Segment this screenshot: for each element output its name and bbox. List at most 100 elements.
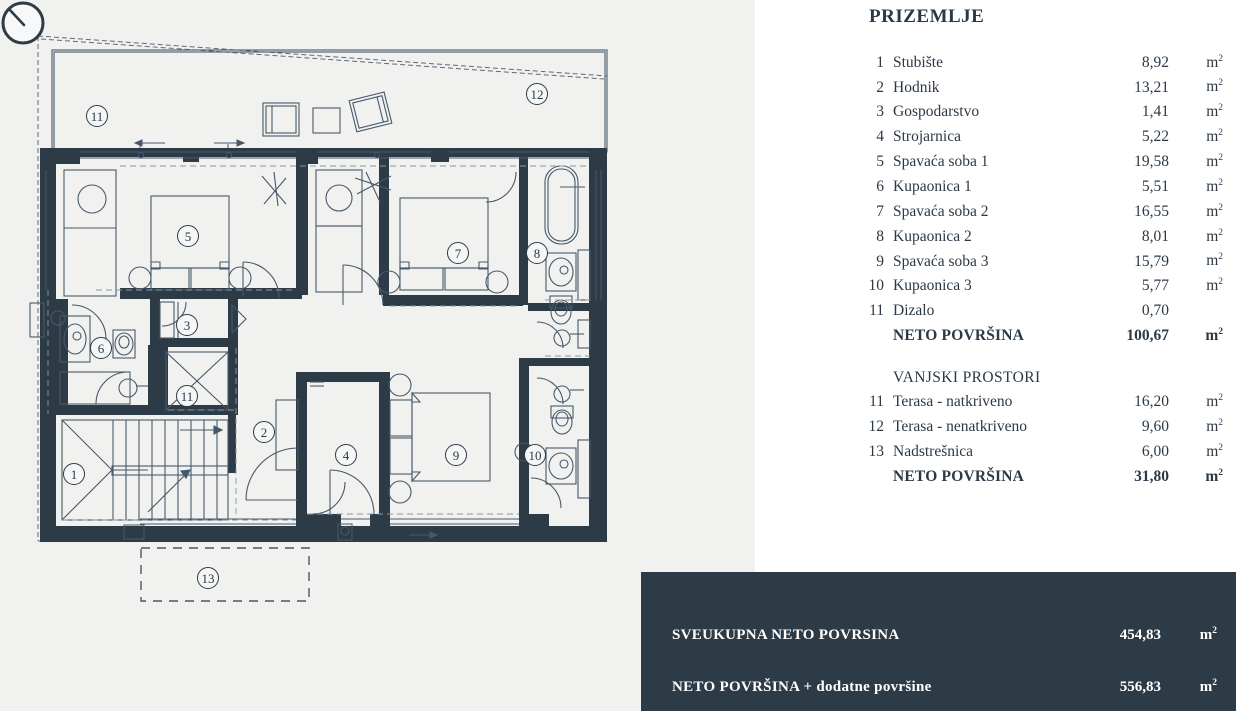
row-unit: m2 [1205, 326, 1223, 344]
row-value: 8,92 [1141, 53, 1169, 71]
row-label: NETO POVRŠINA [893, 326, 1025, 344]
row-unit: m2 [1206, 128, 1223, 146]
row-number [863, 464, 893, 489]
plan-marker-label: 3 [183, 317, 191, 333]
row-label: Dizalo [893, 302, 935, 320]
plan-marker-10: 10 [524, 444, 546, 466]
row-label: Kupaonica 2 [893, 227, 972, 245]
row-number: 7 [876, 202, 884, 220]
row-unit: m2 [1206, 442, 1223, 460]
row-number [863, 323, 893, 348]
summary-unit-net-plus-extra: m2 [1199, 678, 1217, 695]
schedule-row-room: 1 Stubište 8,92 m2 [863, 50, 1223, 75]
row-number: 10 [868, 277, 885, 295]
schedule-row-room: 4 Strojarnica 5,22 m2 [863, 125, 1223, 150]
row-unit: m2 [1206, 417, 1223, 436]
plan-marker-label: 8 [533, 245, 541, 261]
row-value: 16,20 [1134, 393, 1169, 411]
row-unit: m2 [1206, 103, 1223, 121]
row-value: 1,41 [1141, 103, 1169, 121]
schedule-section-outdoor: VANJSKI PROSTORI [863, 348, 1223, 390]
row-number: 13 [868, 442, 885, 460]
plan-marker-label: 11 [180, 388, 194, 404]
row-value: 0,70 [1141, 302, 1169, 320]
plan-marker-12-terrace: 12 [526, 83, 548, 105]
plan-marker-label: 7 [454, 245, 462, 261]
row-value: 15,79 [1134, 252, 1169, 270]
row-label: Spavaća soba 3 [893, 252, 989, 270]
row-value: 100,67 [1126, 326, 1169, 344]
row-value: 5,22 [1141, 128, 1169, 146]
plan-marker-label: 11 [90, 108, 104, 124]
row-value: 8,01 [1141, 227, 1169, 245]
plan-marker-3: 3 [176, 314, 198, 336]
dashed-guides [47, 165, 590, 521]
row-label: Spavaća soba 2 [893, 202, 989, 220]
terrace-outline [51, 49, 608, 153]
schedule-row-room: 9 Spavaća soba 3 15,79 m2 [863, 249, 1223, 274]
summary-value-total-net: 454,83 [1119, 627, 1161, 643]
plan-marker-9: 9 [445, 444, 467, 466]
row-label: Spavaća soba 1 [893, 153, 989, 171]
row-value: 13,21 [1134, 78, 1169, 96]
plan-marker-label: 10 [528, 447, 542, 463]
row-number [863, 348, 893, 390]
row-unit: m2 [1206, 252, 1223, 270]
plan-marker-6: 6 [90, 337, 112, 359]
row-label: Stubište [893, 53, 943, 71]
plan-marker-8: 8 [526, 242, 548, 264]
row-unit: m2 [1205, 467, 1223, 485]
room-fixtures [29, 165, 591, 521]
plan-marker-label: 12 [530, 86, 544, 102]
row-unit: m2 [1206, 152, 1223, 171]
plan-marker-label: 4 [342, 447, 350, 463]
row-number: 6 [876, 177, 884, 195]
row-label: Kupaonica 1 [893, 177, 972, 195]
summary-row-net-plus-extra: NETO POVRŠINA + dodatne površine 556,83 … [672, 678, 1217, 696]
schedule-row-interior-total: NETO POVRŠINA 100,67 m2 [863, 323, 1223, 348]
row-number: 5 [876, 153, 884, 171]
row-value [1091, 348, 1169, 390]
canopy-outline [140, 547, 310, 602]
row-unit: m2 [1206, 53, 1223, 71]
row-label: Gospodarstvo [893, 103, 980, 121]
row-number: 4 [876, 128, 884, 146]
row-value: 19,58 [1134, 153, 1169, 171]
row-number: 2 [876, 78, 884, 96]
plan-marker-7: 7 [447, 242, 469, 264]
schedule-row-room: 5 Spavaća soba 1 19,58 m2 [863, 149, 1223, 174]
row-number: 11 [869, 302, 884, 320]
row-number: 1 [876, 53, 884, 71]
plan-marker-label: 2 [260, 424, 268, 440]
row-unit: m2 [1206, 78, 1223, 96]
entry-fixtures [123, 523, 353, 541]
row-number: 3 [876, 103, 884, 121]
plan-marker-4: 4 [335, 444, 357, 466]
row-number: 11 [869, 393, 884, 411]
row-label: VANJSKI PROSTORI [893, 368, 1041, 386]
row-label: Strojarnica [893, 128, 962, 146]
row-unit: m2 [1206, 277, 1223, 295]
plan-marker-label: 6 [97, 340, 105, 356]
plan-marker-label: 13 [201, 570, 215, 586]
plan-marker-2: 2 [253, 421, 275, 443]
row-unit [1169, 348, 1223, 390]
terrace-furniture [262, 91, 393, 137]
row-unit: m2 [1206, 202, 1223, 220]
north-compass-icon [1, 1, 45, 45]
row-number: 9 [876, 252, 884, 270]
summary-row-total-net: SVEUKUPNA NETO POVRSINA 454,83 m2 [672, 626, 1217, 644]
floor-plan-drawing [1, 1, 608, 602]
plan-marker-1: 1 [63, 463, 85, 485]
row-value: 5,51 [1141, 177, 1169, 195]
interior-walls [56, 155, 590, 534]
page-title: PRIZEMLJE [869, 6, 985, 27]
row-label: NETO POVRŠINA [893, 467, 1025, 485]
